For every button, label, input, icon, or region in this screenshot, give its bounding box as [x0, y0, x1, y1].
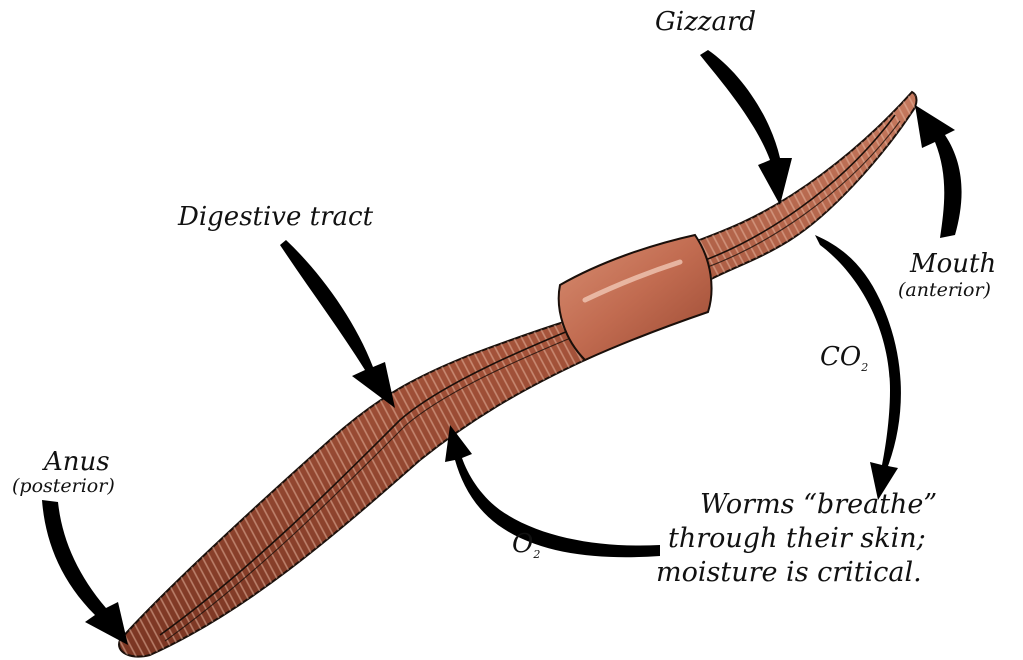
labels: Gizzard Digestive tract Mouth (anterior)…: [12, 7, 996, 588]
gizzard-arrow: [700, 50, 792, 205]
digestive-tract-arrow: [280, 240, 395, 408]
clitellum: [559, 235, 712, 360]
digestive-tract-label: Digestive tract: [177, 202, 374, 232]
note-line-1: Worms “breathe”: [700, 489, 937, 520]
note-line-3: moisture is critical.: [656, 557, 922, 588]
mouth-arrow: [915, 105, 962, 238]
gizzard-label: Gizzard: [655, 7, 756, 37]
co2-subscript: 2: [860, 361, 868, 374]
note-line-2: through their skin;: [668, 523, 926, 554]
mouth-label: Mouth: [909, 249, 996, 279]
co2-label: CO2: [820, 342, 868, 374]
mouth-sub-label: (anterior): [898, 279, 991, 301]
o2-arrow: [445, 425, 660, 557]
anus-arrow: [42, 500, 128, 645]
clitellum-shape: [559, 235, 712, 360]
anus-sub-label: (posterior): [12, 475, 115, 497]
co2-main: CO: [820, 342, 861, 372]
o2-main: O: [512, 529, 533, 559]
anus-label: Anus: [42, 447, 110, 477]
o2-subscript: 2: [532, 548, 540, 561]
